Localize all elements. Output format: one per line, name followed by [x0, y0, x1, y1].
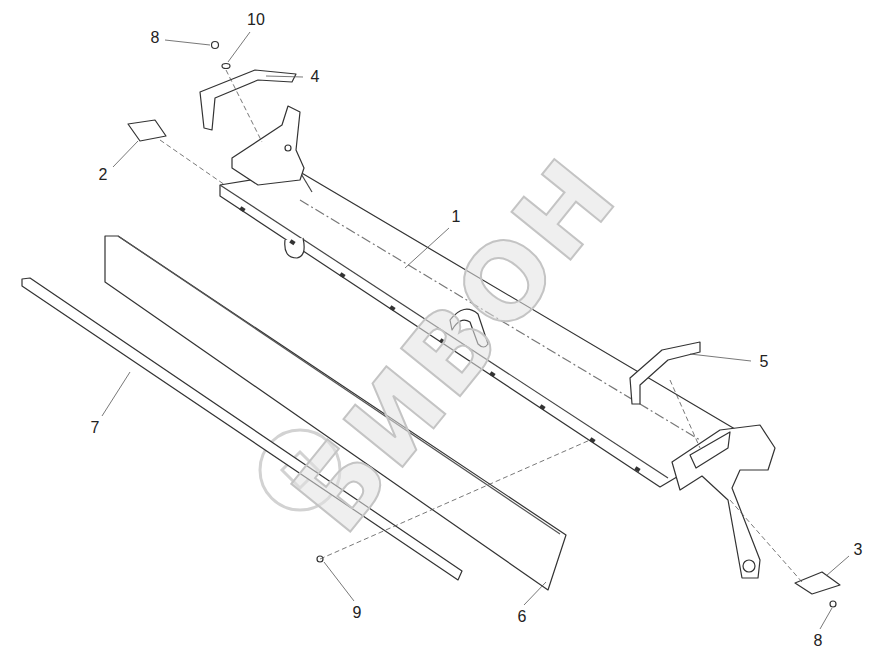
bracket-part [232, 106, 304, 185]
washer [222, 64, 230, 69]
callout-number: 10 [247, 12, 265, 28]
bolt [212, 42, 219, 49]
callout-number: 9 [353, 605, 362, 621]
callout-number: 7 [91, 420, 100, 436]
bolt [830, 601, 836, 607]
bracket-part [630, 342, 700, 404]
callout-number: 8 [151, 30, 160, 46]
arm-part [672, 425, 775, 578]
callout-number: 4 [311, 69, 320, 85]
callout-number: 8 [814, 633, 823, 649]
bracket-part [200, 70, 296, 130]
callout-number: 2 [99, 167, 108, 183]
leader-lines [102, 32, 849, 629]
end-plate [690, 432, 730, 468]
plate-part [795, 572, 840, 594]
callout-number: 5 [760, 354, 769, 370]
plate-part [128, 120, 166, 141]
callout-number: 3 [854, 542, 863, 558]
callout-number: 1 [452, 209, 461, 225]
lug [285, 238, 304, 258]
callout-number: 6 [518, 609, 527, 625]
